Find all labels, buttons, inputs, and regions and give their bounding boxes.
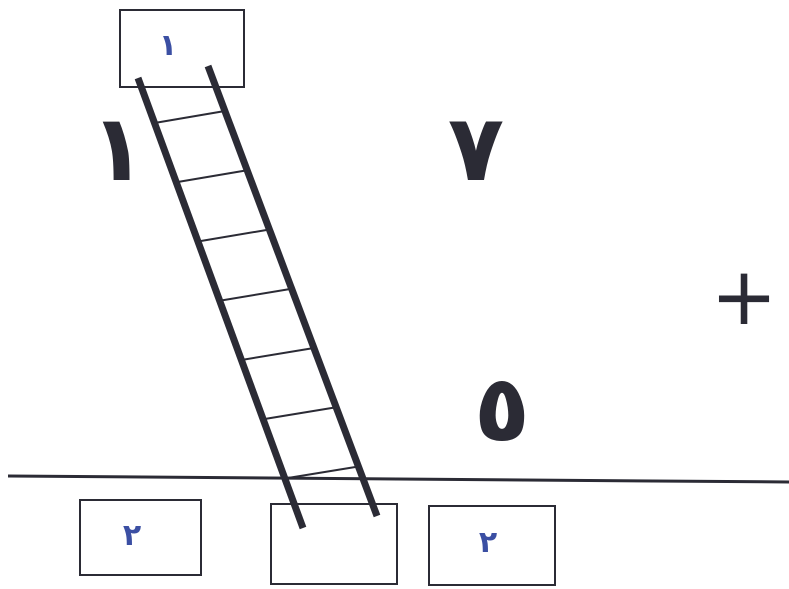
top-box-digit: ١	[159, 28, 177, 63]
plus-operator: +	[710, 250, 777, 343]
ladder-right-rail	[208, 66, 377, 516]
middle-number: ٥	[474, 355, 530, 462]
top-box-frame	[120, 10, 244, 87]
ladder-rung	[176, 170, 247, 182]
bottom-box-left: ٢	[80, 500, 201, 575]
ground-line	[8, 476, 789, 482]
ladder	[138, 66, 377, 528]
ladder-rung	[198, 230, 269, 242]
ladder-rung	[241, 348, 314, 360]
bottom-box-left-digit: ٢	[123, 518, 141, 553]
bottom-box-middle-frame	[271, 504, 397, 584]
top-box: ١	[120, 10, 244, 87]
ladder-rung	[285, 467, 359, 479]
ladder-rungs	[155, 111, 359, 479]
ladder-rung	[155, 111, 225, 123]
left-side-number: ١	[90, 95, 146, 202]
ladder-rung	[263, 407, 336, 419]
ladder-rung	[220, 289, 292, 301]
bottom-box-right: ٢	[429, 506, 555, 585]
bottom-box-middle	[271, 504, 397, 584]
bottom-box-right-digit: ٢	[479, 525, 497, 560]
right-side-number: ٧	[448, 95, 504, 202]
ladder-left-rail	[138, 78, 303, 528]
